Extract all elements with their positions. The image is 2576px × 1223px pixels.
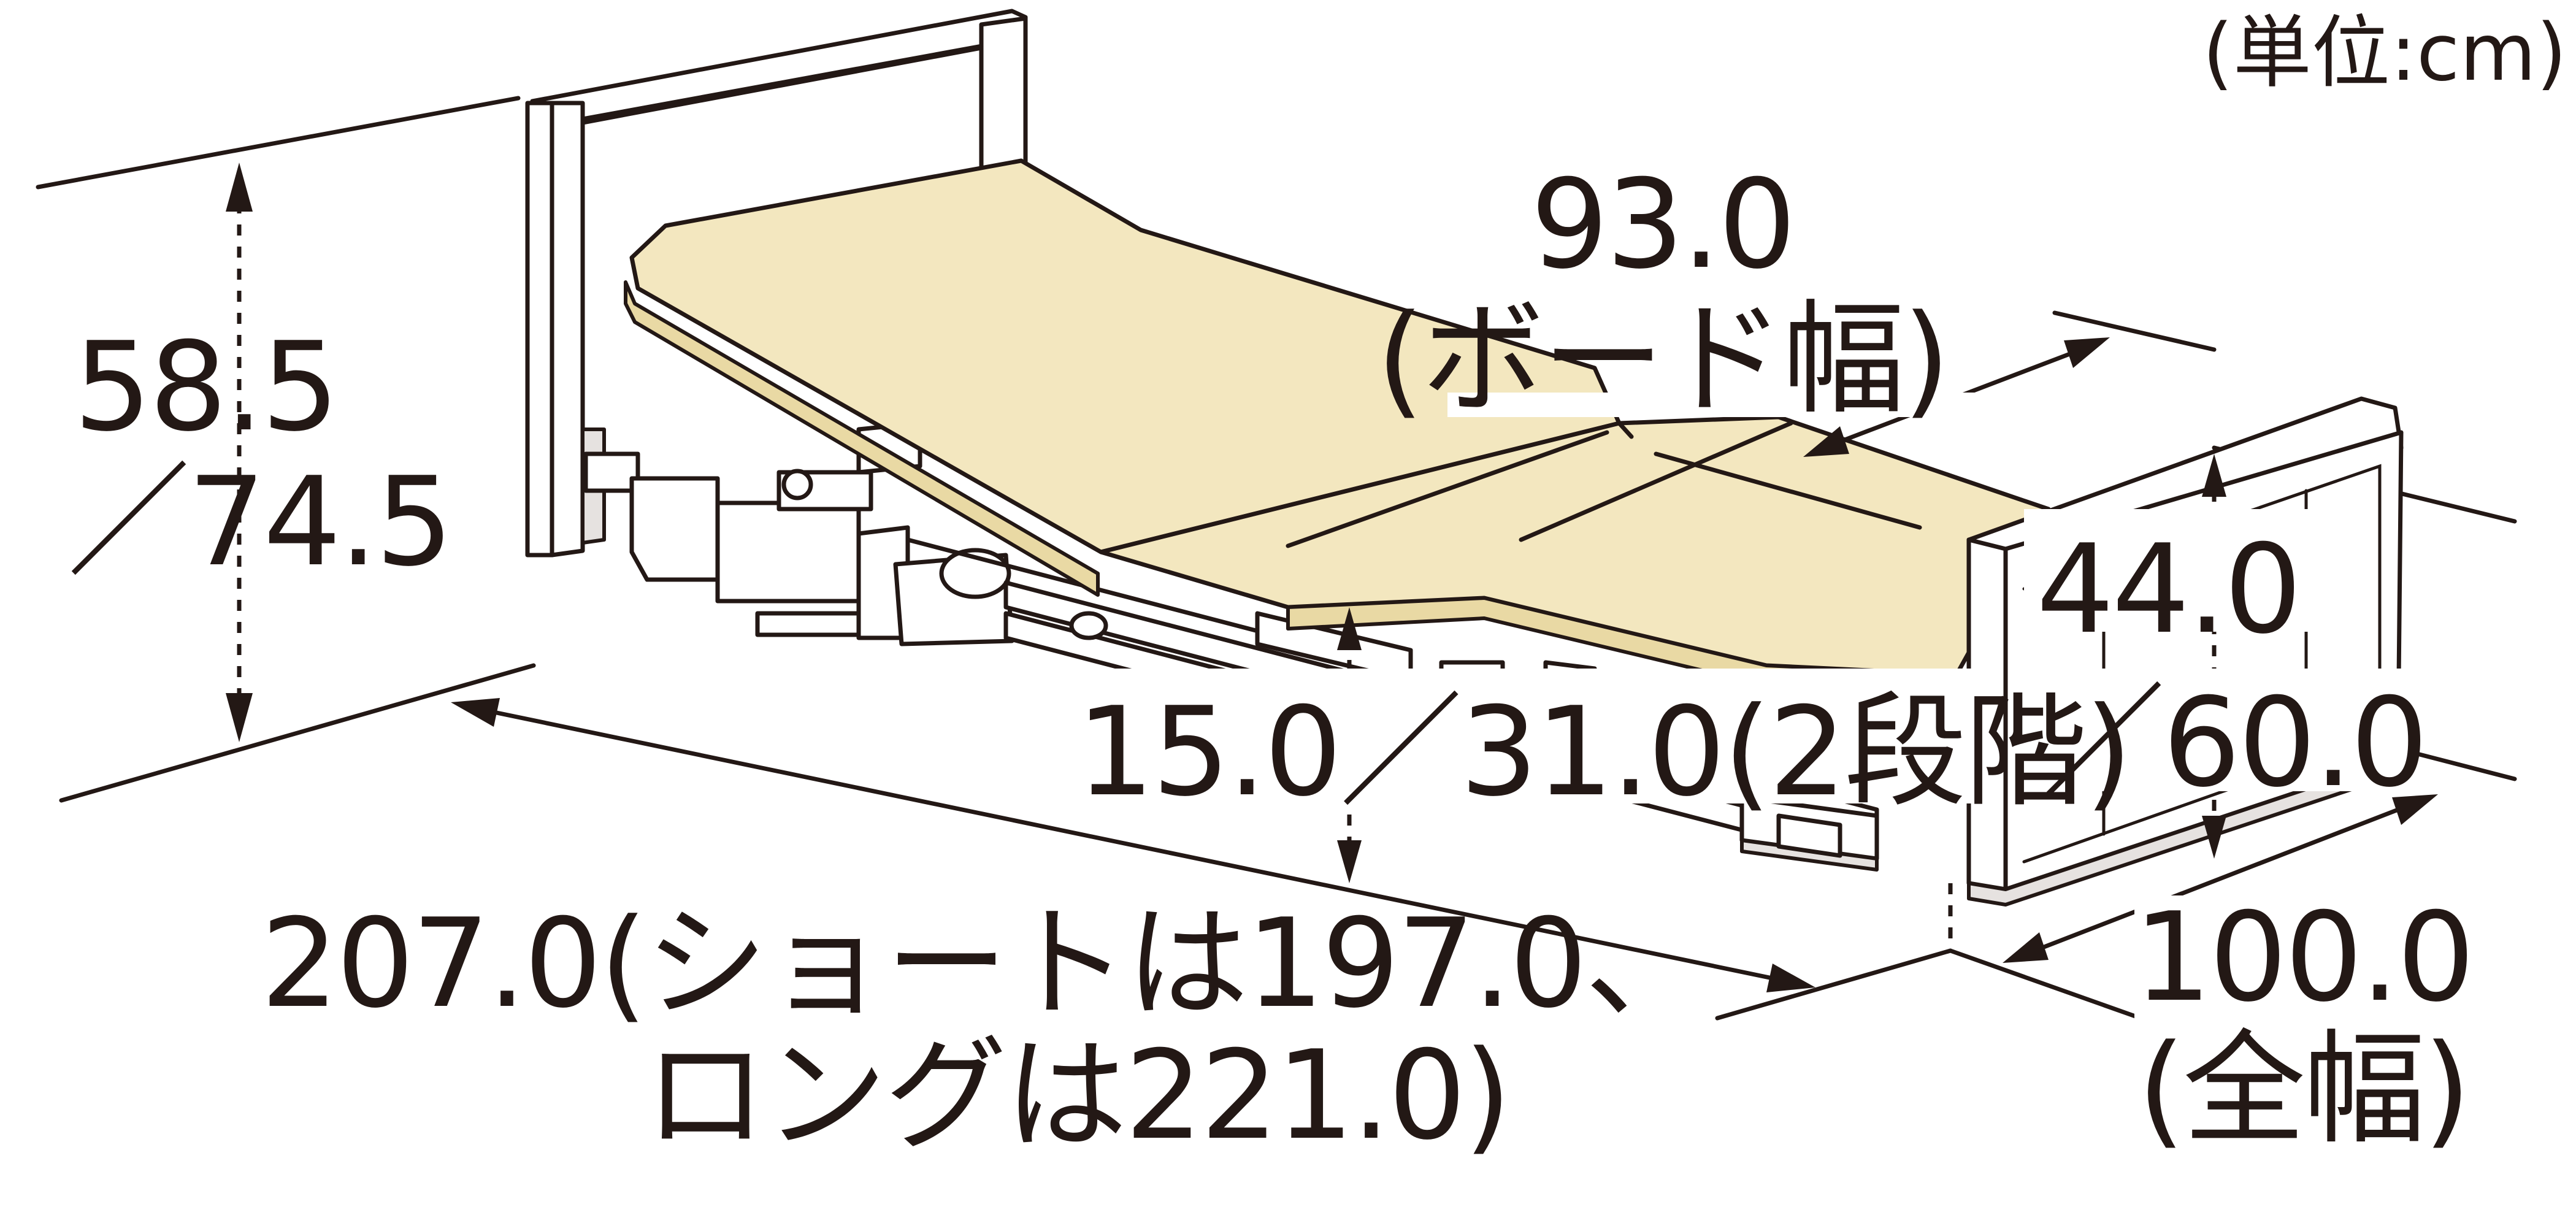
dimension-labels: (単位:cm) 93.0 (ボード幅) 58.5 ／74.5 44.0 ／60.… [67,7,2567,1167]
foot-height-line1: 44.0 [2036,518,2299,661]
board-width-value: 93.0 [1530,153,1793,296]
foot-height-line2: ／60.0 [2042,672,2426,815]
board-width-caption: (ボード幅) [1376,288,1948,431]
total-width-value: 100.0 [2134,886,2473,1029]
head-height-line1: 58.5 [74,316,337,459]
unit-label: (単位:cm) [2202,7,2567,99]
total-width-caption: (全幅) [2137,1018,2469,1161]
length-line1: 207.0(ショートは197.0、 [261,892,1705,1035]
head-height-line2: ／74.5 [67,451,451,594]
length-line2: ロングは221.0) [644,1024,1509,1167]
mattress [624,158,2051,695]
floor-height-label: 15.0／31.0(2段階) [1076,681,2130,824]
